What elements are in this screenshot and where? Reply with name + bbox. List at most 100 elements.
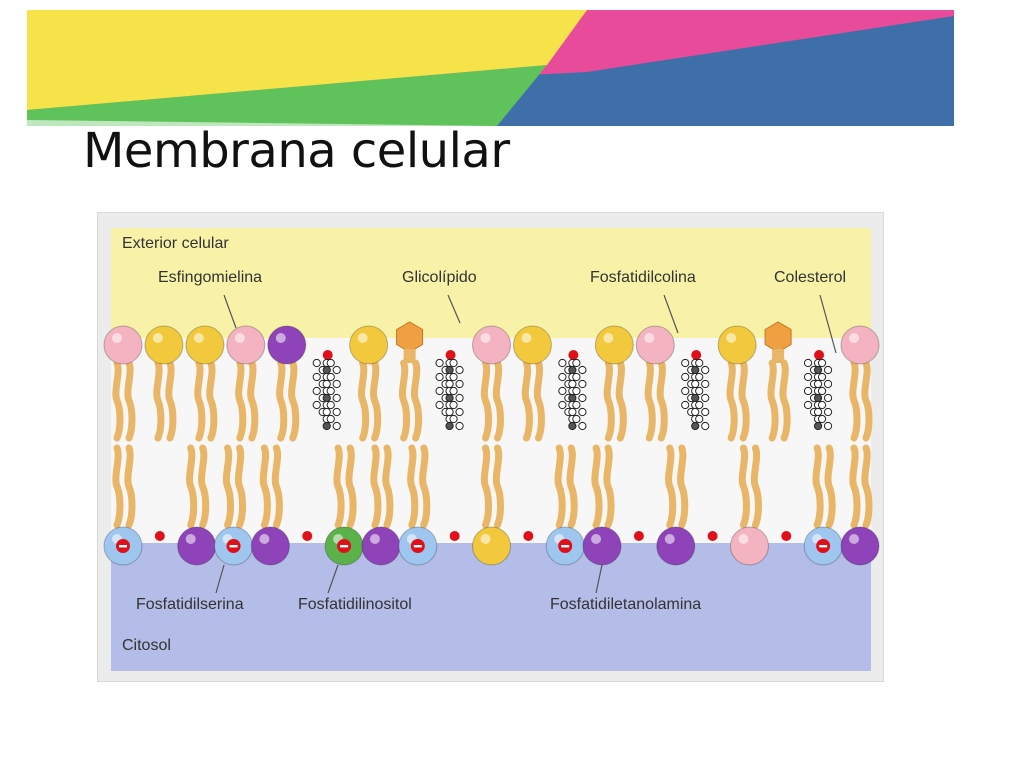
cholesterol-atom (695, 358, 704, 368)
cholesterol-atom (568, 393, 577, 403)
cholesterol-atom (578, 379, 587, 389)
lipid-tail (259, 444, 271, 529)
cholesterol-head (322, 350, 333, 360)
lipid-tail (358, 359, 370, 442)
head-highlight (259, 534, 270, 544)
sphingomyelin-head (144, 325, 184, 365)
lipid-tail (410, 359, 423, 442)
colesterol-pointer (819, 294, 837, 354)
cholesterol-atom (817, 386, 827, 396)
negative-charge-icon (413, 545, 422, 548)
cholesterol-atom (558, 372, 567, 382)
head-highlight (112, 333, 122, 343)
lipid-tail (153, 359, 165, 442)
lipid-tail (849, 444, 861, 529)
cholesterol-atom (435, 358, 444, 368)
label-pointers (215, 294, 837, 594)
cholesterol-atom (701, 365, 710, 375)
lipid-tail (222, 444, 235, 529)
cholesterol-atom (435, 400, 444, 410)
choline-head (729, 526, 769, 566)
cholesterol-ring-system (312, 358, 341, 431)
cholesterol-atom (578, 407, 587, 417)
cholesterol-atom (803, 400, 813, 410)
cholesterol-atom (449, 414, 458, 424)
cholesterol-atom (455, 379, 464, 389)
lipid-tail (644, 359, 656, 442)
fosfatidilinositol-pointer (327, 564, 339, 594)
lipid-tail (591, 444, 603, 529)
esfingomielina-pointer (223, 294, 237, 329)
ethanolamine-head (250, 526, 290, 566)
cholesterol-atom (578, 421, 587, 431)
lipid-tail (480, 359, 492, 442)
lipid-tail (345, 444, 357, 529)
ethanolamine-head (267, 325, 307, 365)
fosfatidilserina-label: Fosfatidilserina (136, 596, 244, 613)
lipid-tail (288, 359, 300, 442)
cholesterol-atom (803, 372, 813, 382)
choline-head (103, 325, 143, 365)
cholesterol-head (445, 350, 456, 360)
cholesterol-atom (322, 407, 331, 417)
lipid-tail (407, 444, 419, 529)
head-highlight (152, 333, 163, 343)
cholesterol-atom (332, 393, 341, 403)
lipid-tail (492, 359, 504, 442)
cholesterol-head (568, 350, 579, 360)
fosfatidilinositol-label: Fosfatidilinositol (298, 596, 412, 613)
head-highlight (369, 534, 380, 544)
choline-head (472, 325, 511, 365)
cholesterol-atom (572, 372, 581, 382)
lipid-tail (480, 444, 492, 529)
cholesterol-atom (312, 386, 321, 396)
esfingomielina-label: Esfingomielina (158, 269, 263, 286)
lipid-tail (276, 359, 288, 442)
cholesterol-atom (312, 372, 321, 382)
lipid-tail (165, 359, 177, 442)
slide-title: Membrana celular (83, 123, 510, 179)
cholesterol-atom (572, 414, 581, 424)
lipid-tail (198, 444, 210, 529)
head-highlight (357, 333, 368, 343)
lipid-tail (566, 444, 578, 529)
cholesterol-atom (813, 421, 823, 431)
cholesterol-atom (332, 365, 341, 375)
cholesterol-atom (681, 400, 690, 410)
fosfatidiletanolamina-label: Fosfatidiletanolamina (550, 596, 702, 613)
cholesterol-atom (572, 400, 581, 410)
cholesterol-head (691, 350, 702, 360)
lipid-tail (112, 444, 124, 529)
cholesterol-atom (326, 400, 335, 410)
fosfatidilcolina-pointer (663, 294, 679, 334)
sphingomyelin-head (717, 325, 757, 365)
lipid-tail (665, 444, 677, 529)
cholesterol-atom (435, 386, 444, 396)
cholesterol-atom (681, 358, 690, 368)
sphingomyelin-head (185, 325, 225, 365)
head-highlight (664, 534, 675, 544)
head-highlight (591, 534, 602, 544)
fosfatidiletanolamina-pointer (595, 564, 603, 594)
ethanolamine-head (361, 526, 401, 566)
fosfatidilserina-pointer (215, 564, 225, 594)
cholesterol-atom (455, 421, 464, 431)
cholesterol-atom (568, 421, 577, 431)
cholesterol-atom (449, 386, 458, 396)
banner-yellow-band (27, 10, 587, 110)
cholesterol-atom (568, 365, 577, 375)
lipid-tail (824, 444, 836, 529)
cholesterol-atom (455, 365, 464, 375)
lipid-tail (124, 359, 136, 442)
cholesterol-atom (322, 379, 331, 389)
sphingomyelin-head (349, 325, 389, 365)
lipid-tail (186, 444, 198, 529)
cholesterol-head (523, 531, 534, 541)
lipid-tail (382, 444, 394, 529)
cholesterol-atom (681, 372, 690, 382)
cholesterol-atom (445, 407, 454, 417)
cholesterol-ring-system (435, 358, 464, 431)
ethanolamine-head (177, 526, 217, 566)
lipid-tail (370, 444, 382, 529)
cholesterol-atom (445, 379, 454, 389)
